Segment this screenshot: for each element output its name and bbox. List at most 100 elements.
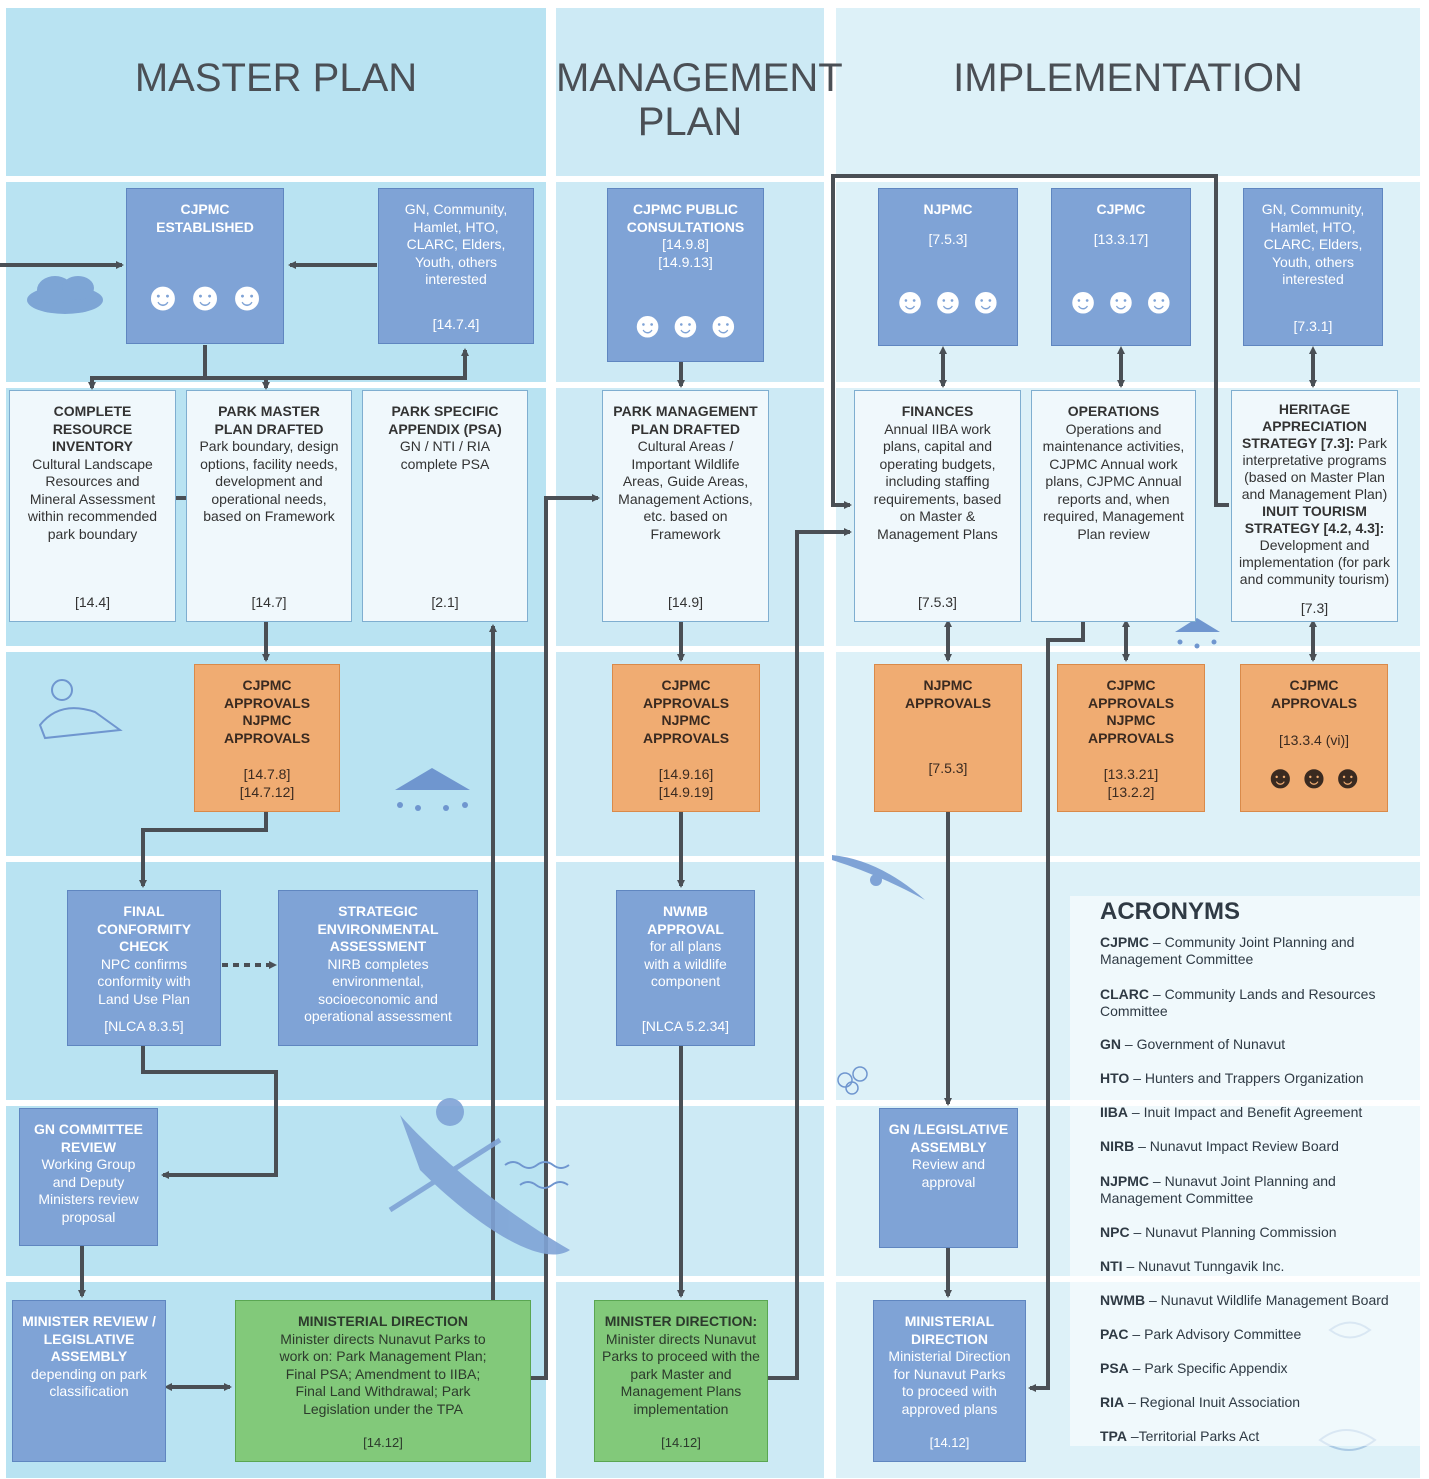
acronym-item: HTO – Hunters and Trappers Organization <box>1100 1070 1416 1087</box>
finances-title: FINANCES <box>901 403 974 419</box>
acronym-item: RIA – Regional Inuit Association <box>1100 1394 1416 1411</box>
cjpmc-public-consultations-box: CJPMC PUBLIC CONSULTATIONS [14.9.8] [14.… <box>607 188 764 362</box>
gn-legislative-assembly-box: GN /LEGISLATIVE ASSEMBLY Review and appr… <box>879 1108 1018 1248</box>
ministerial-direction-text: Minister directs Nunavut Parks to work o… <box>279 1330 487 1417</box>
people-around-table-icon: ☻☻☻ <box>628 304 743 345</box>
implementation-ministerial-direction-text: Ministerial Direction for Nunavut Parks … <box>888 1348 1011 1417</box>
final-conformity-check-box: FINAL CONFORMITY CHECK NPC confirms conf… <box>67 890 221 1046</box>
psa-text: GN / NTI / RIA complete PSA <box>399 438 491 472</box>
acronym-item: CLARC – Community Lands and Resources Co… <box>1100 986 1416 1020</box>
tent-icon <box>395 618 1220 811</box>
row-divider <box>0 856 1429 862</box>
column-gap <box>546 0 556 1479</box>
sea-title: STRATEGIC ENVIRONMENTAL ASSESSMENT <box>317 903 439 954</box>
gn-community-box: GN, Community, Hamlet, HTO, CLARC, Elder… <box>378 188 534 344</box>
implementation-ministerial-direction-box: MINISTERIAL DIRECTION Ministerial Direct… <box>873 1300 1026 1462</box>
snowmobile-icon <box>38 679 123 740</box>
park-management-plan-box: PARK MANAGEMENT PLAN DRAFTED Cultural Ar… <box>602 390 769 622</box>
gn-committee-review-box: GN COMMITTEE REVIEW Working Group and De… <box>19 1108 158 1246</box>
minister-review-text: depending on park classification <box>31 1365 147 1400</box>
cloud-icon <box>27 276 103 314</box>
cjpmc-njpmc-approvals-box: CJPMC APPROVALS NJPMC APPROVALS [13.3.21… <box>1057 664 1205 812</box>
cjpmc-established-title: CJPMC ESTABLISHED <box>156 201 254 235</box>
strategic-environmental-assessment-box: STRATEGIC ENVIRONMENTAL ASSESSMENT NIRB … <box>278 890 478 1046</box>
acronym-abbr: GN <box>1100 1036 1121 1052</box>
operations-title: OPERATIONS <box>1067 403 1160 419</box>
park-master-plan-title: PARK MASTER PLAN DRAFTED <box>214 403 324 437</box>
implementation-gn-community-box: GN, Community, Hamlet, HTO, CLARC, Elder… <box>1243 188 1383 346</box>
implementation-ministerial-direction-title: MINISTERIAL DIRECTION <box>904 1313 995 1347</box>
acronym-abbr: NJPMC <box>1100 1173 1150 1189</box>
complete-inventory-ref: [14.4] <box>74 593 111 610</box>
acronym-abbr: TPA <box>1100 1428 1127 1444</box>
people-around-table-icon: ☻☻☻ <box>1263 759 1365 795</box>
implementation-gn-community-text: GN, Community, Hamlet, HTO, CLARC, Elder… <box>1261 201 1365 287</box>
gn-legislative-title: GN /LEGISLATIVE ASSEMBLY <box>888 1121 1009 1155</box>
conformity-text: NPC confirms conformity with Land Use Pl… <box>97 955 191 1007</box>
acronym-item: CJPMC – Community Joint Planning and Man… <box>1100 934 1416 968</box>
header-implementation: IMPLEMENTATION <box>953 56 1303 100</box>
tourism-title: INUIT TOURISM STRATEGY [4.2, 4.3]: <box>1244 503 1385 536</box>
acronym-definition: – Regional Inuit Association <box>1124 1394 1301 1410</box>
people-around-table-icon: ☻☻☻ <box>1064 280 1178 321</box>
nwmb-text: for all plans with a wildlife component <box>644 938 727 989</box>
njpmc-box: NJPMC [7.5.3] ☻☻☻ <box>878 188 1018 346</box>
ministerial-direction-box: MINISTERIAL DIRECTION Minister directs N… <box>235 1300 531 1462</box>
management-plan-drafted-title: PARK MANAGEMENT PLAN DRAFTED <box>613 403 758 437</box>
acronym-abbr: PSA <box>1100 1360 1129 1376</box>
master-approvals-title: CJPMC APPROVALS NJPMC APPROVALS <box>223 677 311 746</box>
management-approvals-ref: [14.9.16] [14.9.19] <box>658 766 714 800</box>
minister-direction-ref: [14.12] <box>661 1434 701 1450</box>
header-master-plan: MASTER PLAN <box>134 56 418 100</box>
acronym-definition: –Territorial Parks Act <box>1126 1428 1260 1444</box>
management-approvals-title: CJPMC APPROVALS NJPMC APPROVALS <box>642 677 730 746</box>
acronym-item: NJPMC – Nunavut Joint Planning and Manag… <box>1100 1173 1416 1207</box>
management-approvals-box: CJPMC APPROVALS NJPMC APPROVALS [14.9.16… <box>612 664 760 812</box>
njpmc-approvals-ref: [7.5.3] <box>928 759 968 776</box>
minister-direction-title: MINISTER DIRECTION: <box>604 1313 758 1329</box>
acronym-abbr: RIA <box>1100 1394 1125 1410</box>
acronym-item: IIBA – Inuit Impact and Benefit Agreemen… <box>1100 1104 1416 1121</box>
cjpmc-njpmc-approvals-title: CJPMC APPROVALS NJPMC APPROVALS <box>1087 677 1175 746</box>
master-approvals-box: CJPMC APPROVALS NJPMC APPROVALS [14.7.8]… <box>194 664 340 812</box>
acronym-item: TPA –Territorial Parks Act <box>1100 1428 1416 1445</box>
row-divider <box>0 1100 1429 1106</box>
park-master-plan-text: Park boundary, design options, facility … <box>199 438 339 524</box>
acronym-item: PAC – Park Advisory Committee <box>1100 1326 1416 1343</box>
row-divider <box>0 1276 1429 1282</box>
acronym-definition: – Nunavut Joint Planning and Management … <box>1100 1173 1336 1206</box>
cjpmc-ref: [13.3.17] <box>1093 230 1149 247</box>
njpmc-approvals-title: NJPMC APPROVALS <box>904 677 992 711</box>
acronym-abbr: NIRB <box>1100 1138 1135 1154</box>
row-divider <box>0 646 1429 652</box>
conformity-title: FINAL CONFORMITY CHECK <box>96 903 192 954</box>
njpmc-ref: [7.5.3] <box>928 230 968 247</box>
management-plan-drafted-ref: [14.9] <box>667 593 704 610</box>
management-plan-drafted-text: Cultural Areas / Important Wildlife Area… <box>618 438 753 542</box>
people-around-table-icon: ☻☻☻ <box>141 275 269 319</box>
gn-community-text: GN, Community, Hamlet, HTO, CLARC, Elder… <box>404 201 508 287</box>
implementation-ministerial-direction-ref: [14.12] <box>929 1434 970 1450</box>
heritage-ref: [7.3] <box>1300 600 1329 616</box>
gn-legislative-text: Review and approval <box>911 1156 986 1190</box>
finances-text: Annual IIBA work plans, capital and oper… <box>873 420 1002 542</box>
acronym-definition: – Nunavut Planning Commission <box>1129 1224 1337 1240</box>
acronym-item: GN – Government of Nunavut <box>1100 1036 1416 1053</box>
acronym-definition: – Nunavut Impact Review Board <box>1134 1138 1339 1154</box>
complete-inventory-title: COMPLETE RESOURCE INVENTORY <box>52 403 133 454</box>
acronym-definition: – Nunavut Wildlife Management Board <box>1145 1292 1389 1308</box>
gn-community-ref: [14.7.4] <box>432 315 480 332</box>
heritage-text: Park interpretative programs (based on M… <box>1241 435 1388 502</box>
psa-box: PARK SPECIFIC APPENDIX (PSA) GN / NTI / … <box>362 390 528 622</box>
minister-review-box: MINISTER REVIEW / LEGISLATIVE ASSEMBLY d… <box>12 1300 166 1462</box>
nwmb-ref: [NLCA 5.2.34] <box>641 1017 730 1034</box>
acronym-item: NWMB – Nunavut Wildlife Management Board <box>1100 1292 1416 1309</box>
nwmb-title: NWMB APPROVAL <box>647 903 724 937</box>
sea-text: NIRB completes environmental, socioecono… <box>304 955 452 1025</box>
acronym-definition: – Community Joint Planning and Managemen… <box>1100 934 1355 967</box>
acronyms-title: ACRONYMS <box>1100 898 1241 925</box>
conformity-ref: [NLCA 8.3.5] <box>104 1017 184 1034</box>
complete-inventory-text: Cultural Landscape Resources and Mineral… <box>27 455 158 542</box>
acronym-abbr: CJPMC <box>1100 934 1150 950</box>
njpmc-title: NJPMC <box>923 201 973 217</box>
